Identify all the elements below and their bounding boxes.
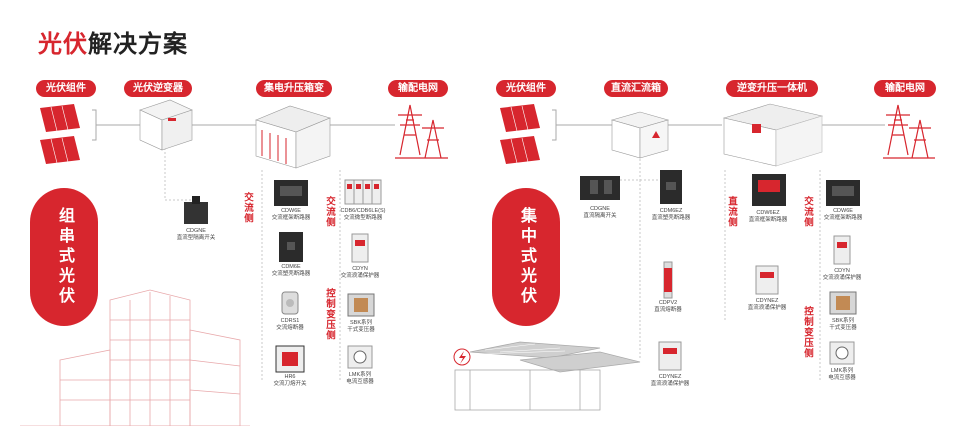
step-integrated-unit: 逆变升压一体机 — [726, 80, 818, 97]
step-grid: 输配电网 — [388, 80, 448, 97]
title-rest: 解决方案 — [88, 31, 188, 58]
current-transformer-icon — [347, 345, 373, 369]
lightning-icon — [453, 348, 471, 366]
step-substation: 集电升压箱变 — [256, 80, 332, 97]
dc-mccb-icon — [660, 170, 682, 204]
scheme-string-pv: 组串式光伏 — [30, 188, 98, 326]
product-caption: LMK系列电流互感器 — [828, 368, 856, 381]
mccb-icon — [279, 232, 303, 262]
product-caption: CDB6/CDB6LE(S)交流微型断路器 — [340, 208, 386, 221]
page-title: 光伏解决方案 — [38, 24, 188, 59]
step-combiner: 直流汇流箱 — [604, 80, 668, 97]
mcb-icon — [344, 179, 382, 205]
scheme-central-pv: 集中式光伏 — [492, 188, 560, 326]
buildings-illustration — [20, 289, 250, 426]
integrated-unit-icon — [722, 103, 824, 167]
dc-acb-icon — [752, 174, 786, 206]
title-highlight: 光伏 — [38, 31, 88, 58]
step-pv-module: 光伏组件 — [496, 80, 556, 97]
label-ac-side: 交流侧 — [242, 192, 253, 224]
step-grid: 输配电网 — [874, 80, 936, 97]
spd-icon — [351, 233, 369, 263]
product-caption: SBK系列干式变压器 — [829, 318, 857, 331]
fuse-switch-icon — [275, 345, 305, 373]
power-tower-icon — [883, 104, 935, 159]
panel-bracket — [552, 109, 557, 141]
label-control-transformer-side: 控制变压侧 — [324, 288, 335, 341]
solar-panel-icon — [40, 104, 80, 164]
combiner-box-icon — [610, 111, 670, 159]
product-caption: SBK系列干式变压器 — [347, 320, 375, 333]
inverter-icon — [139, 99, 193, 151]
spd-icon — [833, 235, 851, 265]
fuse-icon — [281, 291, 299, 315]
label-ac-side: 交流侧 — [324, 196, 335, 228]
step-pv-module: 光伏组件 — [36, 80, 96, 97]
dc-spd-icon — [755, 265, 779, 295]
product-caption: LMK系列电流互感器 — [346, 372, 374, 385]
label-ac-side: 交流侧 — [802, 196, 813, 228]
transformer-icon — [829, 291, 857, 315]
label-dc-side: 直流侧 — [726, 196, 737, 228]
solar-panel-icon — [500, 104, 540, 164]
dc-isolator-icon — [580, 176, 620, 200]
current-transformer-icon — [829, 341, 855, 365]
air-circuit-breaker-icon — [826, 180, 860, 206]
air-circuit-breaker-icon — [274, 180, 308, 206]
panel-bracket — [92, 109, 97, 141]
step-inverter: 光伏逆变器 — [124, 80, 192, 97]
power-tower-icon — [395, 104, 448, 159]
dc-fuse-icon — [663, 261, 673, 299]
cdgne-switch-icon — [184, 196, 208, 224]
dc-spd-icon — [658, 341, 682, 371]
solar-farm-illustration — [454, 341, 641, 411]
transformer-icon — [347, 293, 375, 317]
substation-icon — [255, 105, 331, 169]
label-control-transformer-side: 控制变压侧 — [802, 306, 813, 359]
